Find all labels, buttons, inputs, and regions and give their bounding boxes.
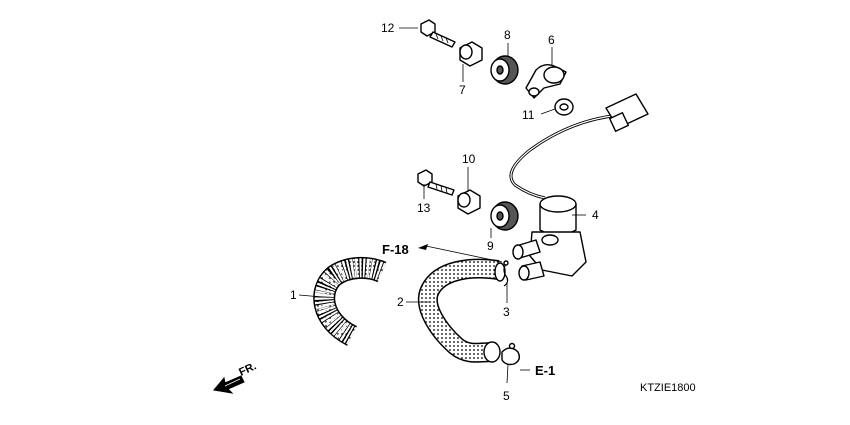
part-label-13: 13 — [417, 201, 431, 215]
front-arrow-icon: FR. — [213, 360, 258, 394]
reference-f18: F-18 — [382, 242, 409, 257]
hose-1 — [313, 256, 387, 346]
hose-2 — [417, 258, 506, 363]
part-label-7: 7 — [459, 83, 466, 97]
part-label-10: 10 — [462, 152, 476, 166]
grommet-8 — [490, 55, 519, 85]
part-label-12: 12 — [381, 21, 395, 35]
part-label-1: 1 — [290, 288, 297, 302]
diagram-code: KTZIE1800 — [640, 382, 696, 394]
bolt-12 — [420, 19, 456, 48]
collar-10 — [457, 189, 481, 215]
part-label-8: 8 — [504, 28, 511, 42]
washer-11 — [554, 98, 574, 116]
part-label-5: 5 — [503, 389, 510, 403]
part-label-3: 3 — [503, 305, 510, 319]
reference-e1: E-1 — [535, 363, 555, 378]
front-label: FR. — [237, 360, 258, 378]
bolt-13 — [417, 169, 455, 196]
bracket-6 — [525, 63, 567, 99]
valve-4 — [512, 195, 587, 281]
part-label-4: 4 — [592, 208, 599, 222]
grommet-9 — [490, 201, 519, 231]
connector-wire — [509, 93, 649, 200]
part-label-6: 6 — [548, 33, 555, 47]
part-label-9: 9 — [487, 239, 494, 253]
clip-5 — [501, 342, 521, 366]
part-label-11: 11 — [522, 108, 535, 122]
part-label-2: 2 — [397, 295, 404, 309]
collar-7 — [459, 41, 483, 67]
